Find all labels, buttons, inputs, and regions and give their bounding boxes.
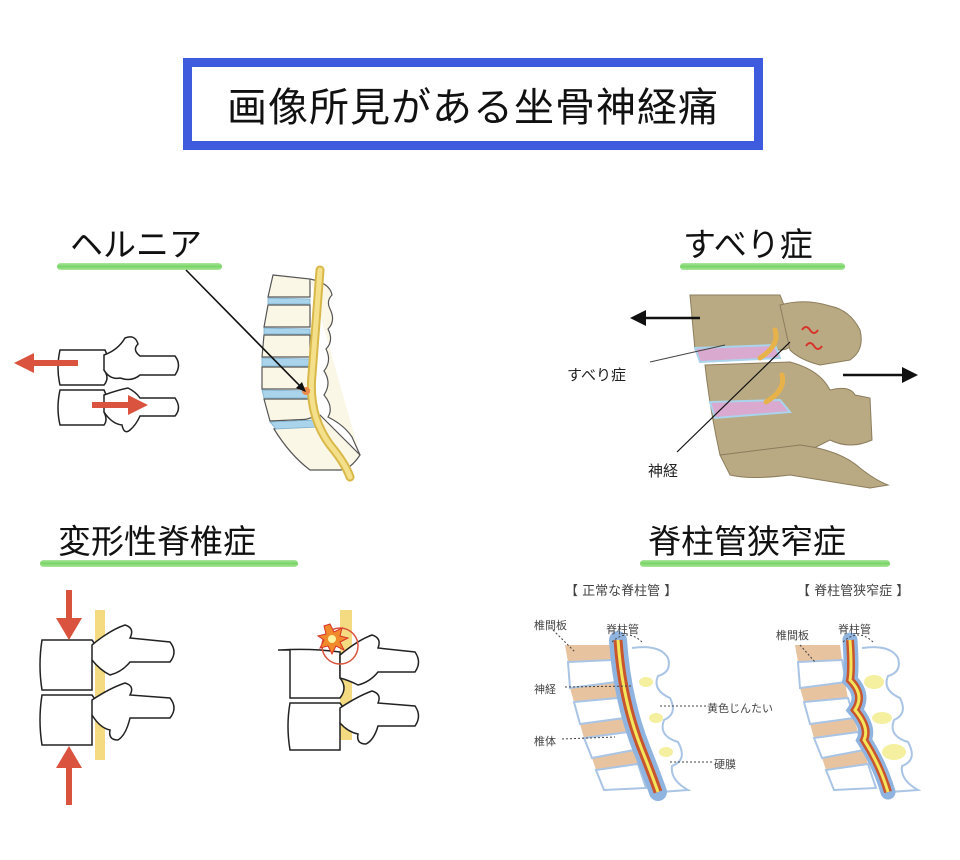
normal-nerve-label: 神経	[534, 683, 556, 696]
nerve-label: 神経	[648, 462, 679, 480]
nerve-core	[848, 639, 890, 793]
spondylosis-underline	[40, 560, 298, 567]
spondylosis-deformed-illustration	[278, 610, 420, 751]
arrow-down-icon	[56, 590, 82, 640]
herniation-spot	[302, 387, 310, 395]
ligament-flavum	[864, 675, 906, 760]
page-title: 画像所見がある坐骨神経痛	[227, 85, 719, 131]
normal-panel-heading: 【 正常な脊柱管 】	[565, 584, 678, 599]
normal-dura-label: 硬膜	[714, 758, 736, 771]
slip-label: すべり症	[567, 366, 626, 384]
hernia-title: ヘルニア	[70, 225, 202, 264]
arrow-left-icon	[14, 353, 78, 373]
stenosis-panel-heading: 【 脊柱管狭窄症 】	[797, 584, 910, 599]
normal-ligament-label: 黄色じんたい	[707, 702, 773, 715]
hernia-spine-illustration	[261, 265, 361, 482]
normal-disc-label: 椎間板	[534, 619, 567, 632]
nerve-column	[95, 610, 105, 760]
spondylosis-title: 変形性脊椎症	[58, 522, 256, 561]
stenosis-title: 脊柱管狭窄症	[648, 522, 846, 561]
stenosis-canal-label: 脊柱管	[838, 623, 871, 636]
vertebra-upper	[57, 336, 180, 386]
vertebra-lower	[57, 387, 180, 433]
stenosis-disc-label: 椎間板	[776, 629, 809, 642]
hernia-underline	[57, 263, 222, 270]
normal-canal-illustration	[565, 631, 692, 801]
spondylolisthesis-title: すべり症	[683, 225, 813, 264]
normal-canal-label: 脊柱管	[606, 623, 639, 636]
arrow-up-icon	[56, 746, 82, 805]
title-box: 画像所見がある坐骨神経痛	[183, 58, 763, 150]
spondylosis-normal-illustration	[39, 590, 175, 805]
hernia-vertebrae-illustration	[14, 336, 180, 433]
arrow-right-icon	[92, 395, 148, 415]
ligament-flavum	[639, 677, 673, 757]
stenosis-underline	[640, 560, 890, 567]
stenosis-canal-illustration	[795, 632, 922, 800]
spondylolisthesis-underline	[680, 263, 845, 270]
pain-marks	[801, 326, 823, 350]
normal-vertebra-label: 椎体	[534, 735, 556, 748]
nerve-core	[616, 639, 660, 793]
